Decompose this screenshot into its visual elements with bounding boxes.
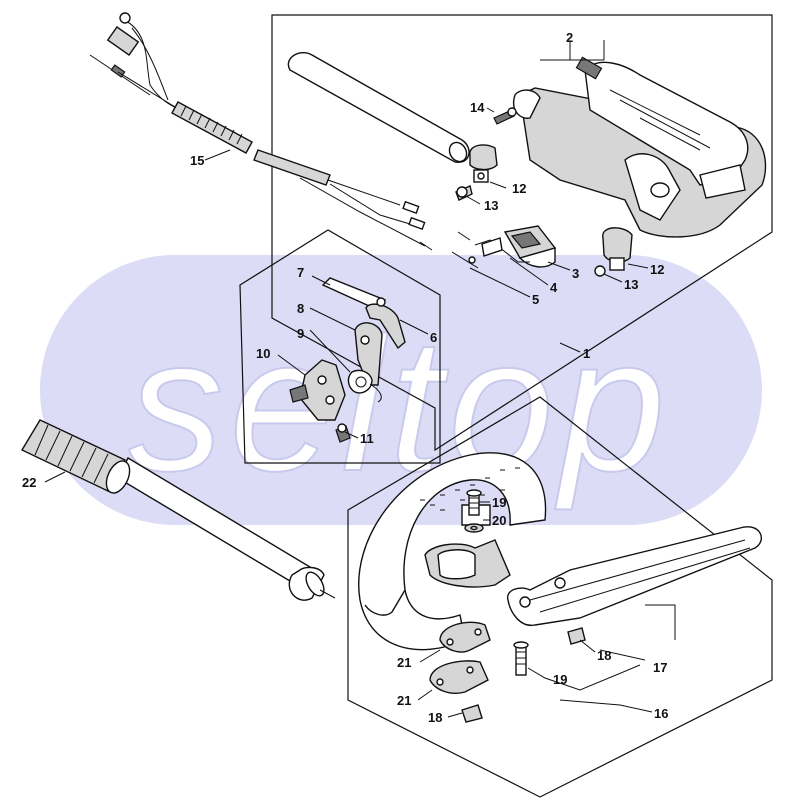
part-tubes xyxy=(117,52,470,601)
leader-12a xyxy=(489,181,507,189)
leader-3 xyxy=(547,261,571,271)
part-wiring-harness xyxy=(89,12,433,251)
label-part-20: 20 xyxy=(492,513,506,528)
leader-15 xyxy=(204,149,231,161)
label-part-16: 16 xyxy=(654,706,668,721)
label-part-18a: 18 xyxy=(597,648,611,663)
leader-10 xyxy=(277,354,306,376)
leader-13a xyxy=(465,195,481,205)
leader-13b xyxy=(603,273,623,283)
label-part-4: 4 xyxy=(550,280,558,295)
label-part-10: 10 xyxy=(256,346,270,361)
leader-7 xyxy=(311,275,331,286)
label-part-19b: 19 xyxy=(553,672,567,687)
label-part-9: 9 xyxy=(297,326,304,341)
frame-loop-handle-assembly xyxy=(347,396,773,798)
label-part-2: 2 xyxy=(566,30,573,45)
frame-handle-assembly xyxy=(271,14,773,452)
label-part-7: 7 xyxy=(297,265,304,280)
part-loop-handle xyxy=(358,452,547,651)
leader-6 xyxy=(399,319,429,335)
part-handle-housing xyxy=(513,56,767,238)
label-part-15: 15 xyxy=(190,153,204,168)
watermark-text: seltop xyxy=(128,299,671,511)
label-part-3: 3 xyxy=(572,266,579,281)
leader-2 xyxy=(540,40,605,61)
leader-14 xyxy=(486,107,495,113)
leader-21b xyxy=(417,689,433,701)
label-part-5: 5 xyxy=(532,292,539,307)
label-part-21a: 21 xyxy=(397,655,411,670)
leader-lines xyxy=(44,40,676,718)
leader-4 xyxy=(509,257,549,286)
label-part-6: 6 xyxy=(430,330,437,345)
part-bracket-bar xyxy=(506,526,762,645)
leader-19b xyxy=(527,664,641,691)
leader-17 xyxy=(599,604,676,661)
part-small-hardware-upper xyxy=(455,107,633,277)
label-part-13a: 13 xyxy=(484,198,498,213)
part-grip-sleeve xyxy=(21,419,131,494)
label-part-8: 8 xyxy=(297,301,304,316)
label-part-14: 14 xyxy=(470,100,485,115)
part-trigger-components xyxy=(289,277,406,443)
label-part-13b: 13 xyxy=(624,277,638,292)
part-switch-components xyxy=(451,225,557,269)
part-labels: 2 14 12 13 15 12 13 3 4 5 7 6 8 9 10 11 … xyxy=(22,30,668,725)
group-frames xyxy=(239,14,773,798)
label-part-11: 11 xyxy=(360,431,374,446)
leader-22 xyxy=(44,471,66,483)
leader-11 xyxy=(344,431,359,439)
label-part-17: 17 xyxy=(653,660,667,675)
leader-1 xyxy=(559,342,581,353)
leader-8 xyxy=(309,307,356,331)
label-part-12b: 12 xyxy=(650,262,664,277)
watermark-band xyxy=(40,255,762,525)
label-part-1: 1 xyxy=(583,346,590,361)
leader-21a xyxy=(419,649,441,663)
label-part-21b: 21 xyxy=(397,693,411,708)
label-part-22: 22 xyxy=(22,475,36,490)
watermark: seltop xyxy=(40,255,762,525)
frame-trigger-assembly xyxy=(239,229,441,464)
leader-9 xyxy=(309,329,351,373)
leader-18b xyxy=(447,712,463,718)
label-part-12a: 12 xyxy=(512,181,526,196)
leader-12b xyxy=(627,263,649,269)
leader-18a xyxy=(579,639,596,653)
leader-16 xyxy=(559,699,653,713)
label-part-19a: 19 xyxy=(492,495,506,510)
part-loop-screws xyxy=(464,489,484,533)
part-lower-clamps xyxy=(429,621,529,723)
label-part-18b: 18 xyxy=(428,710,442,725)
leader-5 xyxy=(469,267,531,298)
